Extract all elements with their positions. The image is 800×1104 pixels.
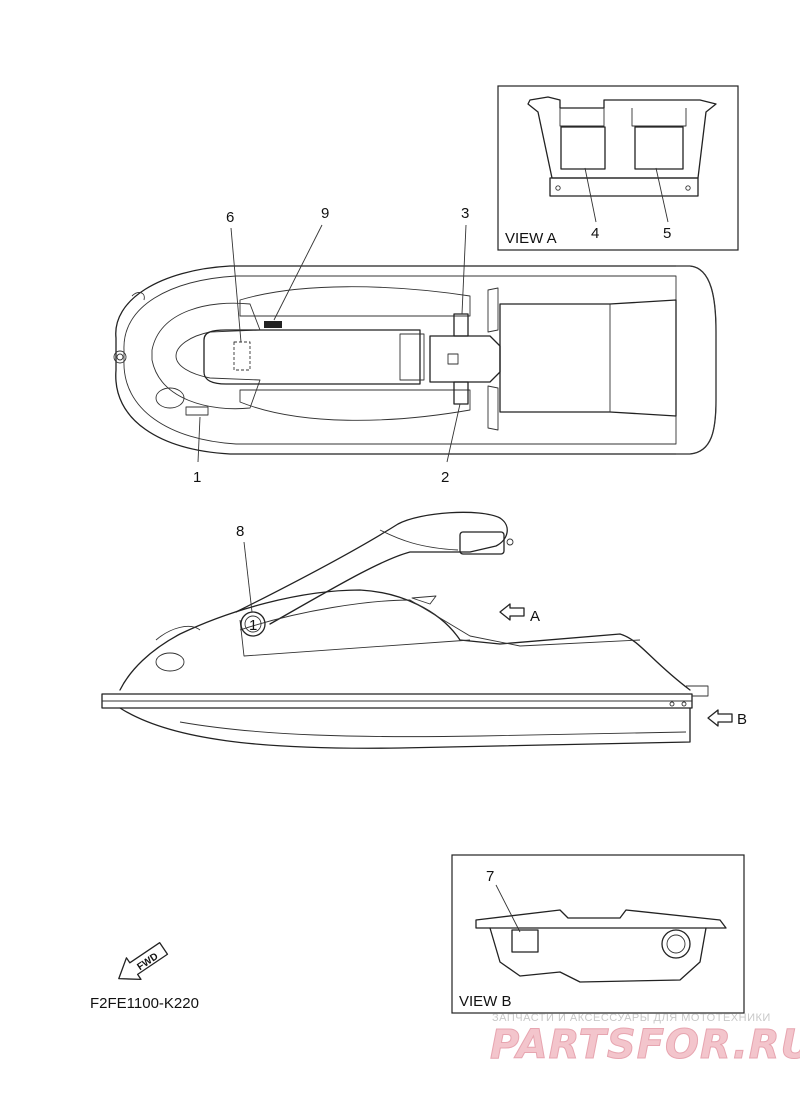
fuel-cap-number: 1 [249, 617, 257, 634]
bow-eye [113, 350, 127, 364]
callout-5: 5 [663, 225, 671, 242]
label-2-area [453, 381, 469, 405]
handle-pole [235, 511, 508, 625]
view-b-frame [451, 854, 745, 1014]
callout-2: 2 [441, 469, 449, 486]
leader-7 [495, 884, 521, 933]
callout-7: 7 [486, 868, 494, 885]
view-a-recess [559, 108, 687, 127]
center-hood [203, 329, 421, 385]
callout-9: 9 [321, 205, 329, 222]
view-a-bracket [549, 177, 699, 197]
leader-9 [273, 224, 323, 321]
leader-6 [230, 227, 242, 343]
label-4-rect [560, 126, 606, 170]
label-9-area [264, 321, 282, 328]
hull-outline [115, 265, 717, 455]
callout-3: 3 [461, 205, 469, 222]
label-7-rect [511, 929, 539, 953]
view-a-label: VIEW A [505, 230, 557, 247]
view-a-bolt-left [555, 185, 561, 191]
deck-recess-lower [239, 389, 471, 421]
view-b-label: VIEW B [459, 993, 512, 1010]
side-hatch [155, 652, 185, 672]
hull-inner-line [123, 275, 677, 445]
fwd-label: FWD [135, 951, 160, 973]
leader-5 [655, 167, 669, 223]
label-1-area [185, 406, 209, 416]
leader-8 [243, 541, 253, 613]
rear-platform [499, 299, 677, 417]
leader-1 [197, 416, 201, 463]
deck-top-line [119, 589, 691, 691]
view-a-frame [497, 85, 739, 251]
view-b-port [661, 929, 691, 959]
arrow-b-label: B [737, 711, 747, 728]
callout-6: 6 [226, 209, 234, 226]
hull-bottom [119, 707, 691, 749]
fwd-arrow: FWD [118, 942, 169, 981]
watermark-tagline: ЗАПЧАСТИ И АКСЕССУАРЫ ДЛЯ МОТОТЕХНИКИ [492, 1012, 771, 1024]
side-view-watercraft: 1 8 A B [101, 511, 747, 749]
gunwale-rail [101, 693, 693, 709]
view-a-bolt-right [685, 185, 691, 191]
label-6-area [233, 341, 251, 371]
callout-8: 8 [236, 523, 244, 540]
arrow-a [499, 603, 525, 621]
arrow-a-label: A [530, 608, 540, 625]
view-b-panel: 7 VIEW B [451, 854, 745, 1014]
bow-hatch [155, 387, 185, 409]
part-code: F2FE1100-K220 [90, 995, 199, 1012]
arrow-b [707, 709, 733, 727]
label-3-area [453, 313, 469, 337]
view-a-panel: 4 5 VIEW A [497, 85, 739, 251]
view-b-deck [475, 909, 727, 929]
leader-2 [446, 403, 461, 463]
top-view-watercraft: 6 9 3 1 2 [113, 205, 717, 486]
front-deck-shape [151, 302, 261, 410]
deck-recess-upper [239, 286, 471, 317]
view-a-housing [527, 96, 717, 179]
handlebar-pad [429, 335, 501, 383]
leader-4 [584, 167, 597, 223]
callout-1: 1 [193, 469, 201, 486]
fuel-cap [240, 611, 266, 637]
handlebar-grips [487, 287, 499, 431]
callout-4: 4 [591, 225, 599, 242]
watermark-brand: PARTSFOR.RU [490, 1022, 800, 1068]
view-b-transom [489, 927, 707, 983]
leader-3 [461, 224, 467, 315]
label-5-rect [634, 126, 684, 170]
handlebar-side [459, 531, 505, 555]
